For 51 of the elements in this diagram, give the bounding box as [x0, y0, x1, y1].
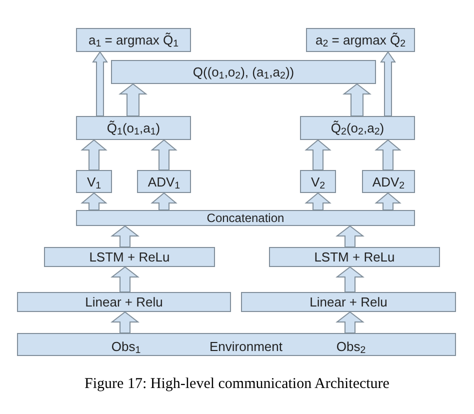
layer-label: Obs$_{2}$	[336, 338, 366, 356]
block-arrow	[150, 139, 178, 170]
layer-box	[17, 333, 456, 356]
block-arrow	[92, 51, 108, 116]
layer-box	[300, 170, 336, 193]
layer-box	[306, 28, 415, 52]
layer-box	[362, 170, 415, 193]
block-arrow	[110, 266, 140, 292]
layer-label: LSTM + ReLu	[88, 248, 171, 266]
layer-box	[111, 60, 376, 84]
layer-box	[76, 210, 415, 226]
block-arrow	[80, 139, 108, 170]
block-arrow	[304, 139, 332, 170]
layer-box	[76, 116, 191, 140]
layer-label: Obs$_{1}$	[111, 338, 141, 356]
layer-label: ADV$_{2}$	[371, 172, 406, 192]
block-arrow	[150, 192, 178, 210]
block-arrow	[118, 83, 148, 116]
block-arrow	[110, 311, 140, 334]
layer-box	[300, 116, 415, 140]
layer-box	[44, 247, 215, 267]
layer-label: Linear + Relu	[308, 293, 388, 312]
layer-box	[241, 292, 456, 312]
block-arrow	[336, 311, 364, 334]
layer-label: ADV$_{1}$	[146, 172, 182, 192]
layer-box	[269, 247, 440, 267]
layer-box	[76, 28, 191, 52]
layer-label: LSTM + ReLu	[313, 248, 396, 266]
figure-caption: Figure 17: High-level communication Architecture	[84, 375, 390, 394]
layer-label: V$_{2}$	[310, 172, 326, 192]
block-arrow	[110, 225, 140, 248]
block-arrow	[374, 139, 402, 170]
block-arrow	[336, 225, 364, 248]
layer-label: Concatenation	[206, 210, 286, 227]
layer-label: V$_{1}$	[86, 172, 102, 192]
layer-box	[76, 170, 112, 193]
block-arrow	[342, 83, 372, 116]
layer-box	[17, 292, 231, 312]
block-arrow	[336, 266, 364, 292]
layer-label: a$_{1}$ = argmax Q̃$_{1}$	[88, 31, 180, 50]
layer-label: Linear + Relu	[84, 293, 164, 312]
layer-label: Q̃$_{1}$(o$_{1}$,a$_{1}$)	[106, 119, 162, 138]
block-arrow	[374, 192, 402, 210]
layer-box	[137, 170, 191, 193]
layer-label: a$_{2}$ = argmax Q̃$_{2}$	[314, 31, 406, 50]
block-arrow	[380, 51, 396, 116]
layer-label: Q((o$_{1}$,o$_{2}$), (a$_{1}$,a$_{2}$))	[192, 63, 296, 82]
block-arrow	[80, 192, 108, 210]
layer-label: Environment	[210, 338, 282, 356]
layer-label: Q̃$_{2}$(o$_{2}$,a$_{2}$)	[330, 119, 386, 138]
block-arrow	[304, 192, 332, 210]
